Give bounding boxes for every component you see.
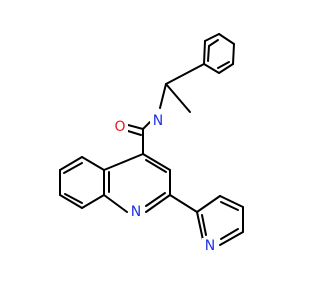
- label-bg: [150, 113, 166, 129]
- bond: [81, 156, 105, 171]
- bond: [169, 194, 198, 213]
- bond: [219, 195, 244, 208]
- label-bg: [112, 119, 128, 135]
- bond-inner: [207, 45, 210, 62]
- quinoline-nitrogen-label: N: [131, 204, 141, 220]
- bond-inner: [201, 214, 207, 236]
- oxygen-atom-label: O: [114, 119, 125, 135]
- bond: [59, 194, 83, 209]
- bond: [103, 153, 144, 171]
- bond: [204, 33, 220, 42]
- atom-labels: O N N N: [112, 113, 218, 254]
- bond: [196, 195, 221, 213]
- amide-nitrogen-label: N: [153, 113, 163, 129]
- bond-inner: [217, 61, 230, 69]
- bond: [159, 83, 167, 109]
- bond: [59, 156, 83, 171]
- bond: [127, 124, 144, 130]
- bond: [232, 43, 235, 65]
- bond-inner: [220, 228, 239, 240]
- label-bg: [128, 204, 144, 220]
- bond-inner: [145, 159, 167, 173]
- bond: [142, 153, 171, 171]
- bond: [219, 231, 244, 246]
- bond: [165, 83, 191, 113]
- bond: [103, 194, 128, 213]
- canvas-background: [0, 0, 300, 300]
- bond-inner: [63, 162, 83, 174]
- bond-inner: [220, 201, 239, 211]
- molecule-diagram: O N N N: [0, 0, 300, 300]
- bond: [203, 40, 206, 65]
- bond-inner: [64, 193, 83, 204]
- bond: [142, 121, 151, 130]
- label-bg: [202, 238, 218, 254]
- bond: [145, 194, 171, 213]
- bond-inner: [145, 192, 166, 207]
- bond-inner: [208, 39, 219, 47]
- bond: [196, 211, 204, 241]
- bond: [218, 33, 235, 45]
- bond: [81, 194, 105, 209]
- pyridine-nitrogen-label: N: [205, 238, 215, 254]
- bond-group: [59, 33, 244, 246]
- bond: [218, 63, 234, 74]
- bond: [203, 63, 220, 74]
- bond-double: [127, 130, 142, 136]
- bond: [165, 63, 205, 85]
